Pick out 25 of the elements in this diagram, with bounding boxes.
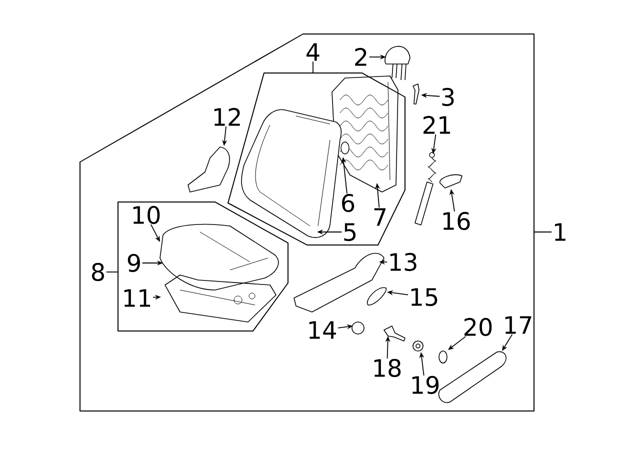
callout-number: 21 bbox=[424, 116, 450, 134]
frame-outline bbox=[80, 34, 534, 412]
leader-line bbox=[448, 336, 466, 350]
callout-number: 4 bbox=[306, 43, 320, 61]
callout-number: 19 bbox=[412, 376, 439, 394]
callout-number: 8 bbox=[92, 262, 104, 282]
callout-number: 1 bbox=[555, 223, 566, 241]
callout-number: 20 bbox=[464, 318, 492, 336]
callout-number: 11 bbox=[124, 289, 150, 307]
leader-line bbox=[312, 61, 314, 74]
callout-number: 6 bbox=[342, 194, 354, 212]
group-outline bbox=[118, 202, 288, 332]
callout-number: 7 bbox=[374, 208, 386, 226]
callout-number: 16 bbox=[443, 212, 470, 230]
callout-number: 17 bbox=[505, 316, 532, 334]
callout-number: 12 bbox=[214, 108, 240, 126]
callout-number: 15 bbox=[411, 288, 438, 306]
callout-number: 2 bbox=[355, 48, 366, 66]
callout-number: 10 bbox=[133, 206, 160, 224]
callout-number: 13 bbox=[390, 252, 416, 272]
callout-number: 3 bbox=[442, 88, 454, 106]
callout-number: 9 bbox=[128, 254, 140, 272]
callout-number: 14 bbox=[309, 321, 336, 339]
callout-number: 5 bbox=[344, 223, 356, 242]
callout-number: 18 bbox=[374, 358, 401, 378]
